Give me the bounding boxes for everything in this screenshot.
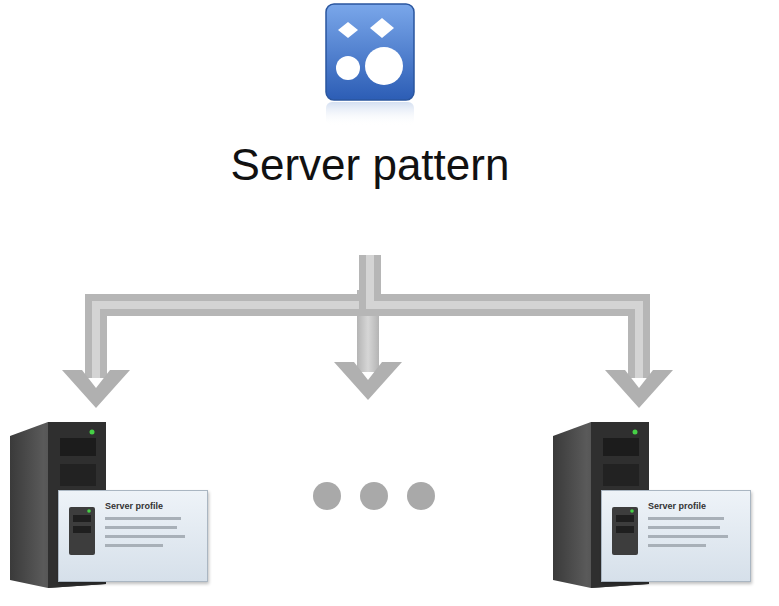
middle-arrowhead — [334, 362, 402, 400]
profile-heading: Server profile — [105, 501, 163, 511]
arrowhead — [62, 370, 130, 408]
branch-arrow — [370, 255, 673, 408]
server-profile-node: Server profile — [551, 408, 771, 594]
server-profile-node: Server profile — [8, 408, 228, 594]
pattern-icon — [320, 0, 420, 130]
pipe-highlight — [370, 255, 639, 378]
ellipsis-dot — [360, 482, 388, 510]
pattern-node: Server pattern — [190, 0, 550, 255]
profile-server-icon — [610, 505, 640, 557]
branch-arrow — [62, 255, 370, 408]
profile-server-icon — [67, 505, 97, 557]
profile-card: Server profile — [601, 490, 751, 582]
profile-detail-lines — [648, 517, 748, 567]
ellipsis-dot — [313, 482, 341, 510]
ellipsis-dot — [407, 482, 435, 510]
profile-heading: Server profile — [648, 501, 706, 511]
pipe-outer — [370, 255, 639, 378]
arrowhead — [605, 370, 673, 408]
pattern-title: Server pattern — [190, 140, 550, 190]
profile-detail-lines — [105, 517, 205, 567]
pipe-outer — [96, 255, 370, 378]
pipe-highlight — [96, 255, 370, 378]
profile-card: Server profile — [58, 490, 208, 582]
